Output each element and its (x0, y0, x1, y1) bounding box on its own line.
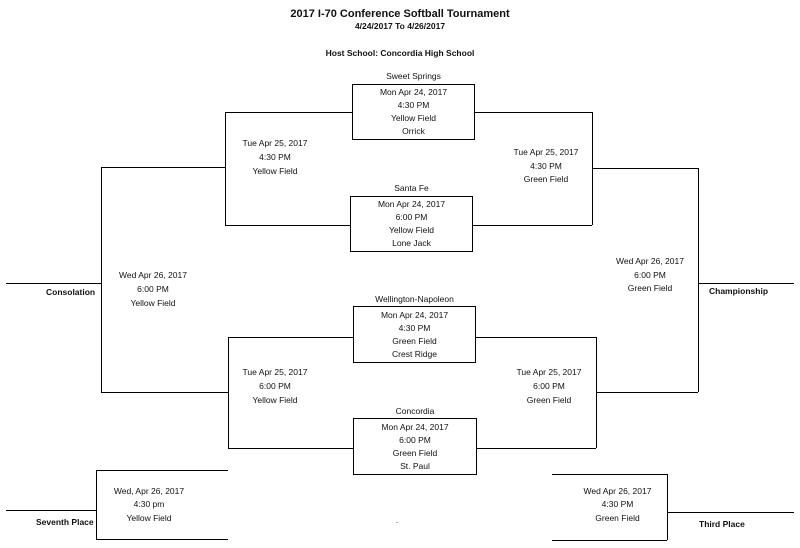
consolation-time: 6:00 PM (137, 284, 169, 294)
semi1-time: 4:30 PM (259, 152, 291, 162)
team-lone-jack: Lone Jack (392, 238, 431, 248)
team-concordia: Concordia (395, 406, 435, 416)
game2-box (350, 196, 473, 252)
championship-date: Wed Apr 26, 2017 (616, 256, 684, 266)
game4-box (353, 418, 477, 475)
championship-field: Green Field (627, 283, 673, 293)
semi1-date: Tue Apr 25, 2017 (242, 138, 308, 148)
team-st-paul: St. Paul (400, 461, 430, 471)
game1-time: 4:30 PM (397, 100, 430, 110)
team-santa-fe: Santa Fe (394, 183, 429, 193)
game2-date: Mon Apr 24, 2017 (377, 199, 446, 209)
game1-field: Yellow Field (390, 113, 437, 123)
team-sweet-springs: Sweet Springs (386, 71, 441, 81)
semi3-field: Yellow Field (252, 395, 298, 405)
seventh-place-label: Seventh Place (36, 517, 94, 527)
third-date: Wed Apr 26, 2017 (583, 486, 652, 496)
team-crest-ridge: Crest Ridge (392, 349, 437, 359)
championship-time: 6:00 PM (634, 270, 666, 280)
game4-field: Green Field (392, 448, 438, 458)
seventh-time: 4:30 pm (133, 499, 165, 509)
game3-time: 4:30 PM (398, 323, 431, 333)
seventh-field: Yellow Field (126, 513, 172, 523)
team-orrick: Orrick (402, 126, 425, 136)
seventh-date: Wed, Apr 26, 2017 (113, 486, 185, 496)
host-school: Host School: Concordia High School (325, 48, 475, 58)
game1-box (352, 84, 475, 140)
game1-date: Mon Apr 24, 2017 (379, 87, 448, 97)
game3-date: Mon Apr 24, 2017 (380, 310, 449, 320)
third-place-label: Third Place (699, 519, 745, 529)
game4-time: 6:00 PM (399, 435, 431, 445)
game3-field: Green Field (392, 336, 437, 346)
semi2-time: 4:30 PM (530, 161, 562, 171)
consolation-field: Yellow Field (130, 298, 176, 308)
consolation-date: Wed Apr 26, 2017 (119, 270, 187, 280)
semi1-field: Yellow Field (252, 166, 298, 176)
third-field: Green Field (595, 513, 640, 523)
game2-time: 6:00 PM (395, 212, 428, 222)
game4-date: Mon Apr 24, 2017 (381, 422, 449, 432)
tournament-title: 2017 I-70 Conference Softball Tournament (290, 8, 510, 20)
footer-mark: . (395, 515, 399, 525)
semi4-time: 6:00 PM (533, 381, 565, 391)
tournament-dates: 4/24/2017 To 4/26/2017 (354, 21, 446, 31)
semi3-time: 6:00 PM (259, 381, 291, 391)
third-time: 4:30 PM (601, 499, 634, 509)
semi2-date: Tue Apr 25, 2017 (513, 147, 579, 157)
consolation-label: Consolation (46, 287, 96, 297)
semi2-field: Green Field (523, 174, 569, 184)
semi4-date: Tue Apr 25, 2017 (516, 367, 582, 377)
championship-label: Championship (709, 286, 769, 296)
semi4-field: Green Field (526, 395, 572, 405)
game2-field: Yellow Field (388, 225, 435, 235)
game3-box (353, 306, 476, 363)
semi3-date: Tue Apr 25, 2017 (242, 367, 308, 377)
team-wellington-napoleon: Wellington-Napoleon (375, 294, 454, 304)
